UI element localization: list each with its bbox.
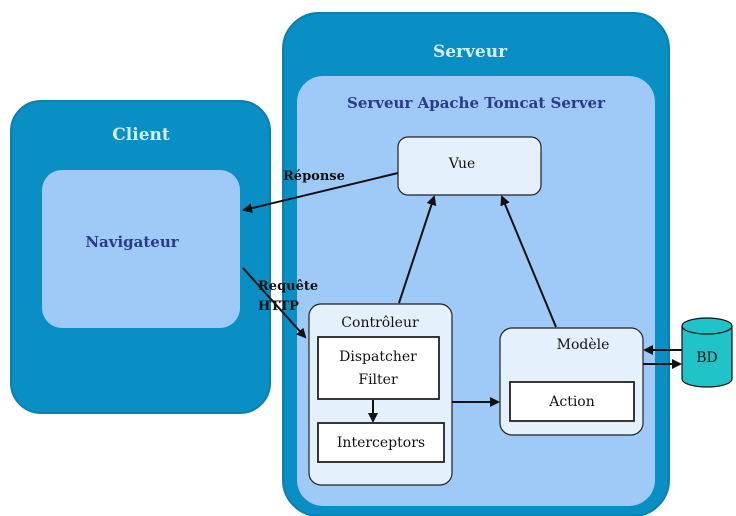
model-to-view-arrow: [500, 195, 557, 328]
response-arrow: [242, 172, 399, 213]
client-title: Client: [112, 125, 170, 145]
model-title: Modèle: [557, 337, 610, 353]
interceptors-box: [317, 422, 445, 463]
controller-title: Contrôleur: [341, 315, 419, 331]
database-label: BD: [696, 350, 718, 366]
server-title: Serveur: [433, 42, 508, 62]
request-label-line1: Requête: [258, 279, 318, 294]
action-label: Action: [548, 394, 595, 410]
dispatcher-label-line2: Filter: [358, 372, 398, 388]
request-arrow: [242, 267, 307, 339]
action-box: [509, 381, 635, 422]
response-label: Réponse: [283, 169, 345, 184]
dispatcher-label-line1: Dispatcher: [339, 349, 417, 365]
view-label: Vue: [448, 156, 476, 172]
browser-box: [42, 170, 240, 328]
dispatcher-filter-box: [317, 336, 440, 400]
browser-label: Navigateur: [85, 233, 179, 251]
database-cylinder: [681, 317, 733, 388]
tomcat-title: Serveur Apache Tomcat Server: [347, 94, 606, 112]
interceptors-label: Interceptors: [337, 435, 425, 451]
controller-to-view-arrow: [398, 195, 437, 304]
request-label-line2: HTTP: [258, 299, 299, 314]
view-box: [397, 136, 542, 196]
